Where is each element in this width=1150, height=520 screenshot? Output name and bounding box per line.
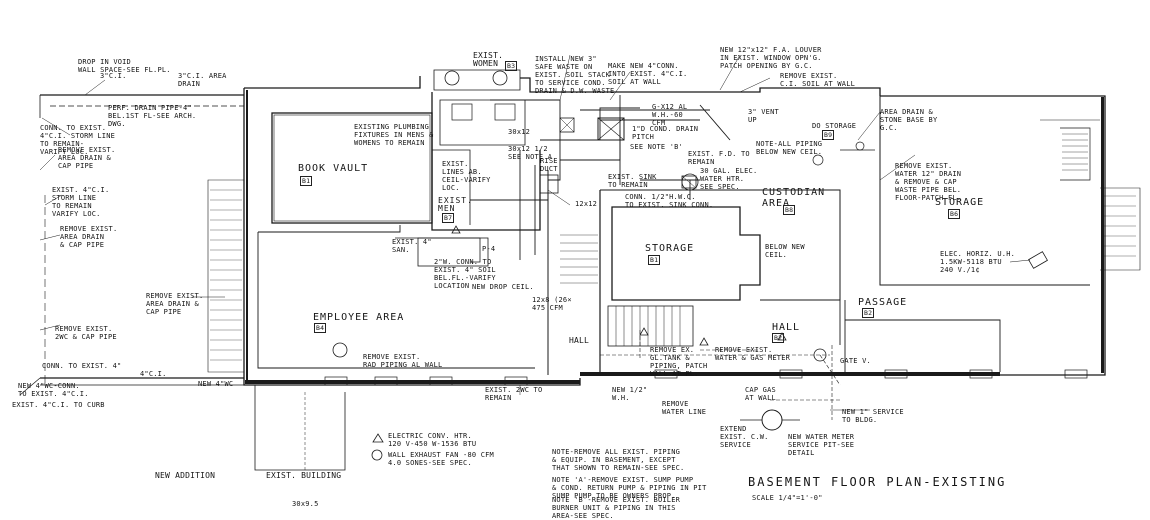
note-new-4-wc: NEW 4"WC: [198, 380, 234, 388]
note-duct-30x12: 30x12 1/2 SEE NOTE A: [508, 145, 553, 161]
note-remove-exist-water: REMOVE EXIST. WATER & GAS METER: [715, 346, 791, 362]
note-elec-horiz-uh: ELEC. HORIZ. U.H. 1.5KW-5118 BTU 240 V./…: [940, 250, 1016, 274]
note-exist-2wc-remain: EXIST. 2WC TO REMAIN: [485, 386, 543, 402]
note-remove-area-drain-2: REMOVE EXIST. AREA DRAIN & CAP PIPE: [60, 225, 118, 249]
room-do-storage: DO STORAGE: [812, 122, 857, 130]
note-existing-plumbing: EXISTING PLUMBING FIXTURES IN MENS & WOM…: [354, 123, 434, 147]
room-exist-women: EXIST. WOMEN: [473, 51, 504, 68]
drawing-title: BASEMENT FLOOR PLAN-EXISTING: [748, 475, 1007, 489]
outer-wall-right: [880, 95, 1106, 376]
general-note-a: NOTE 'A'-REMOVE EXIST. SUMP PUMP & COND.…: [552, 476, 707, 500]
note-install-new-safe-waste: INSTALL NEW 3" SAFE WASTE ON EXIST. SOIL…: [535, 55, 615, 95]
note-new-louver: NEW 12"x12" F.A. LOUVER IN EXIST. WINDOW…: [720, 46, 822, 70]
note-below-new-ceil: BELOW NEW CEIL.: [765, 243, 805, 259]
room-exist-women-number: B3: [505, 61, 518, 71]
room-exist-men-number: B7: [442, 213, 455, 223]
legend-heater-symbol: [372, 433, 384, 443]
storage-walls: [611, 206, 761, 301]
room-exist-men: EXIST. MEN: [438, 196, 473, 213]
note-see-note-b: SEE NOTE 'B': [630, 143, 683, 151]
note-elec-water-htr: 30 GAL. ELEC. WATER HTR. SEE SPEC.: [700, 167, 758, 191]
room-employee-area: EMPLOYEE AREA: [313, 312, 405, 323]
note-remove-2wc: REMOVE EXIST. 2WC & CAP PIPE: [55, 325, 117, 341]
legend-electric-conv-htr: ELECTRIC CONV. HTR. 120 V-450 W-1536 BTU: [388, 432, 477, 448]
note-new-4-wc-conn: NEW 4"WC-CONN. TO EXIST. 4"C.I.: [18, 382, 89, 398]
drawing-scale: SCALE 1/4"=1'-0": [752, 494, 823, 502]
note-drop-in-void: DROP IN VOID WALL SPACE-SEE FL.PL.: [78, 58, 171, 74]
note-make-new-conn: MAKE NEW 4"CONN. INTO EXIST. 4"C.I. SOIL…: [608, 62, 688, 86]
note-conn-exist-4: CONN. TO EXIST. 4": [42, 362, 122, 370]
note-remove-water-drain: REMOVE EXIST. WATER 12" DRAIN & REMOVE &…: [895, 162, 962, 202]
note-duct-12x8: 12x8 (26× 475 CFM: [532, 296, 572, 312]
note-conn-hwc: CONN. 1/2"H.W.C. TO EXIST. SINK CONN.: [625, 193, 714, 209]
note-remove-area-drain-1: REMOVE EXIST. AREA DRAIN & CAP PIPE: [58, 146, 116, 170]
note-new-drop-ceil: NEW DROP CEIL.: [472, 283, 534, 291]
room-hall-center: HALL: [772, 322, 801, 333]
outer-wall-top: [520, 77, 881, 96]
note-conn-cold-drain: 1"D COND. DRAIN PITCH: [632, 125, 699, 141]
note-remove-rad-piping: REMOVE EXIST. RAD PIPING AL WALL: [363, 353, 443, 369]
note-remove-gas-water-htr: REMOVE EX. GL.TANK & PIPING, PATCH WALL …: [650, 346, 708, 378]
stair: [607, 305, 694, 347]
note-size-12x12: 12x12: [575, 200, 598, 208]
general-note-remove-all: NOTE-REMOVE ALL EXIST. PIPING & EQUIP. I…: [552, 448, 685, 472]
note-ci-3: 3"C.I.: [100, 72, 127, 80]
note-exist-lines-ab: EXIST. LINES AB. CEIL-VARIFY LOC.: [442, 160, 491, 192]
legend-wall-exhaust-fan: WALL EXHAUST FAN -80 CFM 4.0 SONES-SEE S…: [388, 451, 494, 467]
room-custodian-area-number: B8: [783, 205, 796, 215]
note-exist-storm-remain: EXIST. 4"C.I. STORM LINE TO REMAIN VARIF…: [52, 186, 110, 218]
note-remove-exist-ci: REMOVE EXIST. C.I. SOIL AT WALL: [780, 72, 856, 88]
room-storage-right-number: B6: [948, 209, 961, 219]
room-storage-right: STORAGE: [935, 197, 985, 208]
note-all-piping: NOTE-ALL PIPING BELOW NEW CEIL.: [756, 140, 823, 156]
ac-unit: [597, 117, 625, 141]
note-gate-v: GATE V.: [840, 357, 871, 365]
note-ac-unit: G-X12 AL W.H.-60 CFM: [652, 103, 688, 127]
note-conn-exist-soil: 2"W. CONN. TO EXIST. 4" SOIL BEL.FL.-VAR…: [434, 258, 496, 290]
outer-wall-top-left: [244, 76, 421, 89]
note-new-water-meter: NEW WATER METER SERVICE PIT-SEE DETAIL: [788, 433, 855, 457]
note-exist-fd: EXIST. F.D. TO REMAIN: [688, 150, 750, 166]
room-book-vault: BOOK VAULT: [298, 163, 369, 174]
room-employee-area-number: B4: [314, 323, 327, 333]
note-exist-4-san: EXIST. 4" SAN.: [392, 238, 432, 254]
room-hall-left: HALL: [569, 336, 590, 345]
room-storage-center-number: B1: [648, 255, 661, 265]
note-new-service: NEW 1" SERVICE TO BLDG.: [842, 408, 904, 424]
note-extend-cw: EXTEND EXIST. C.W. SERVICE: [720, 425, 769, 449]
note-ci-4: 4"C.I.: [140, 370, 167, 378]
note-cap-gas: CAP GAS AT WALL: [745, 386, 776, 402]
note-vent-up: 3" VENT UP: [748, 108, 779, 124]
note-remove-area-drain-3: REMOVE EXIST. AREA DRAIN & CAP PIPE: [146, 292, 204, 316]
note-exist-ci-to-curb: EXIST. 4"C.I. TO CURB: [12, 401, 105, 409]
note-area-drain-stone: AREA DRAIN & STONE BASE BY G.C.: [880, 108, 938, 132]
note-perf-drain: PERF. DRAIN PIPE-4" BEL.1ST FL-SEE ARCH.…: [108, 104, 197, 128]
note-riser-duct: RISE DUCT: [540, 157, 558, 173]
note-conn-exist-storm: CONN. TO EXIST. 4"C.I. STORM LINE TO REM…: [40, 124, 116, 156]
room-book-vault-number: B1: [300, 176, 313, 186]
note-exist-sink: EXIST. SINK TO REMAIN: [608, 173, 657, 189]
room-hall-center-number: B2: [772, 333, 785, 343]
legend-fan-symbol: [371, 449, 383, 461]
note-ci-3-area-drain: 3"C.I. AREA DRAIN: [178, 72, 227, 88]
room-custodian-area: CUSTODIAN AREA: [762, 187, 826, 209]
general-note-b: NOTE 'B'-REMOVE EXIST. BOILER BURNER UNI…: [552, 496, 681, 520]
note-new-wh: NEW 1/2" W.H.: [612, 386, 648, 402]
note-size-30x12: 30x12: [508, 128, 531, 136]
note-remove-water-line: REMOVE WATER LINE: [662, 400, 707, 416]
room-do-storage-number: B9: [822, 130, 835, 140]
room-passage-number: B2: [862, 308, 875, 318]
room-storage-center: STORAGE: [645, 243, 695, 254]
label-new-addition: NEW ADDITION: [155, 471, 216, 480]
label-exist-building: EXIST. BUILDING: [266, 471, 342, 480]
note-p4: P-4: [482, 245, 496, 253]
room-passage: PASSAGE: [858, 297, 908, 308]
label-dimension-bottom: 30x9.5: [292, 500, 319, 508]
